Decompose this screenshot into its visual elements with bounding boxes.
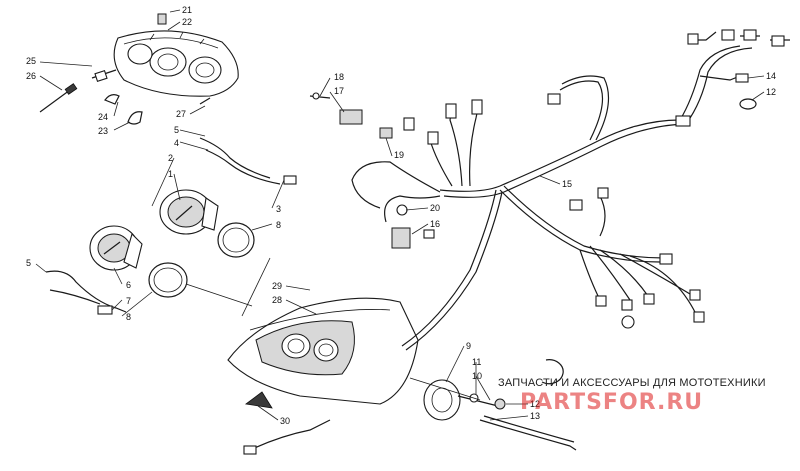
callout-2: 2	[168, 153, 173, 163]
callout-6: 6	[126, 280, 131, 290]
callout-5-lower: 5	[26, 258, 31, 268]
watermark-logo: PARTSFOR.RU	[520, 390, 704, 415]
callout-numbers: 21 22 25 26 24 23 27 5 4 2 1 3 8 5 6 7 8…	[26, 5, 776, 426]
callout-10: 10	[472, 371, 482, 381]
callout-19: 19	[394, 150, 404, 160]
tachometer-assembly	[89, 225, 188, 298]
callout-13: 13	[530, 411, 540, 421]
callout-26: 26	[26, 71, 36, 81]
speedometer-assembly	[159, 189, 255, 258]
callout-9: 9	[466, 341, 471, 351]
callout-30: 30	[280, 416, 290, 426]
gauge-cluster-assembly	[113, 13, 239, 97]
callout-11: 11	[472, 357, 481, 367]
callout-7: 7	[126, 296, 131, 306]
dash-hood-panel	[227, 297, 419, 409]
callout-14: 14	[766, 71, 776, 81]
callout-27: 27	[176, 109, 186, 119]
callout-28: 28	[272, 295, 282, 305]
callout-17: 17	[334, 86, 344, 96]
main-wiring-harness	[351, 45, 753, 351]
gauge-wiring-pigtails	[45, 137, 297, 315]
callout-4: 4	[174, 138, 179, 148]
callout-15: 15	[562, 179, 572, 189]
callout-22: 22	[182, 17, 192, 27]
callout-1: 1	[168, 169, 173, 179]
callout-24: 24	[98, 112, 108, 122]
callout-8-lower: 8	[126, 312, 131, 322]
callout-5-upper: 5	[174, 125, 179, 135]
bulb-socket-parts	[39, 69, 211, 125]
callout-leader-lines	[35, 9, 765, 421]
assembly-guide-lines	[185, 257, 481, 401]
speedometer-cable-assembly	[243, 359, 577, 455]
callout-3: 3	[276, 204, 281, 214]
callout-16: 16	[430, 219, 440, 229]
callout-25: 25	[26, 56, 36, 66]
callout-12-upper: 12	[766, 87, 776, 97]
harness-connectors	[309, 29, 790, 329]
callout-18: 18	[334, 72, 344, 82]
callout-29: 29	[272, 281, 282, 291]
callout-21: 21	[182, 5, 192, 15]
callout-12-lower: 12	[530, 399, 540, 409]
callout-20: 20	[430, 203, 440, 213]
callout-23: 23	[98, 126, 108, 136]
callout-8-upper: 8	[276, 220, 281, 230]
watermark-caption: ЗАПЧАСТИ И АКСЕССУАРЫ ДЛЯ МОТОТЕХНИКИ	[498, 377, 766, 389]
